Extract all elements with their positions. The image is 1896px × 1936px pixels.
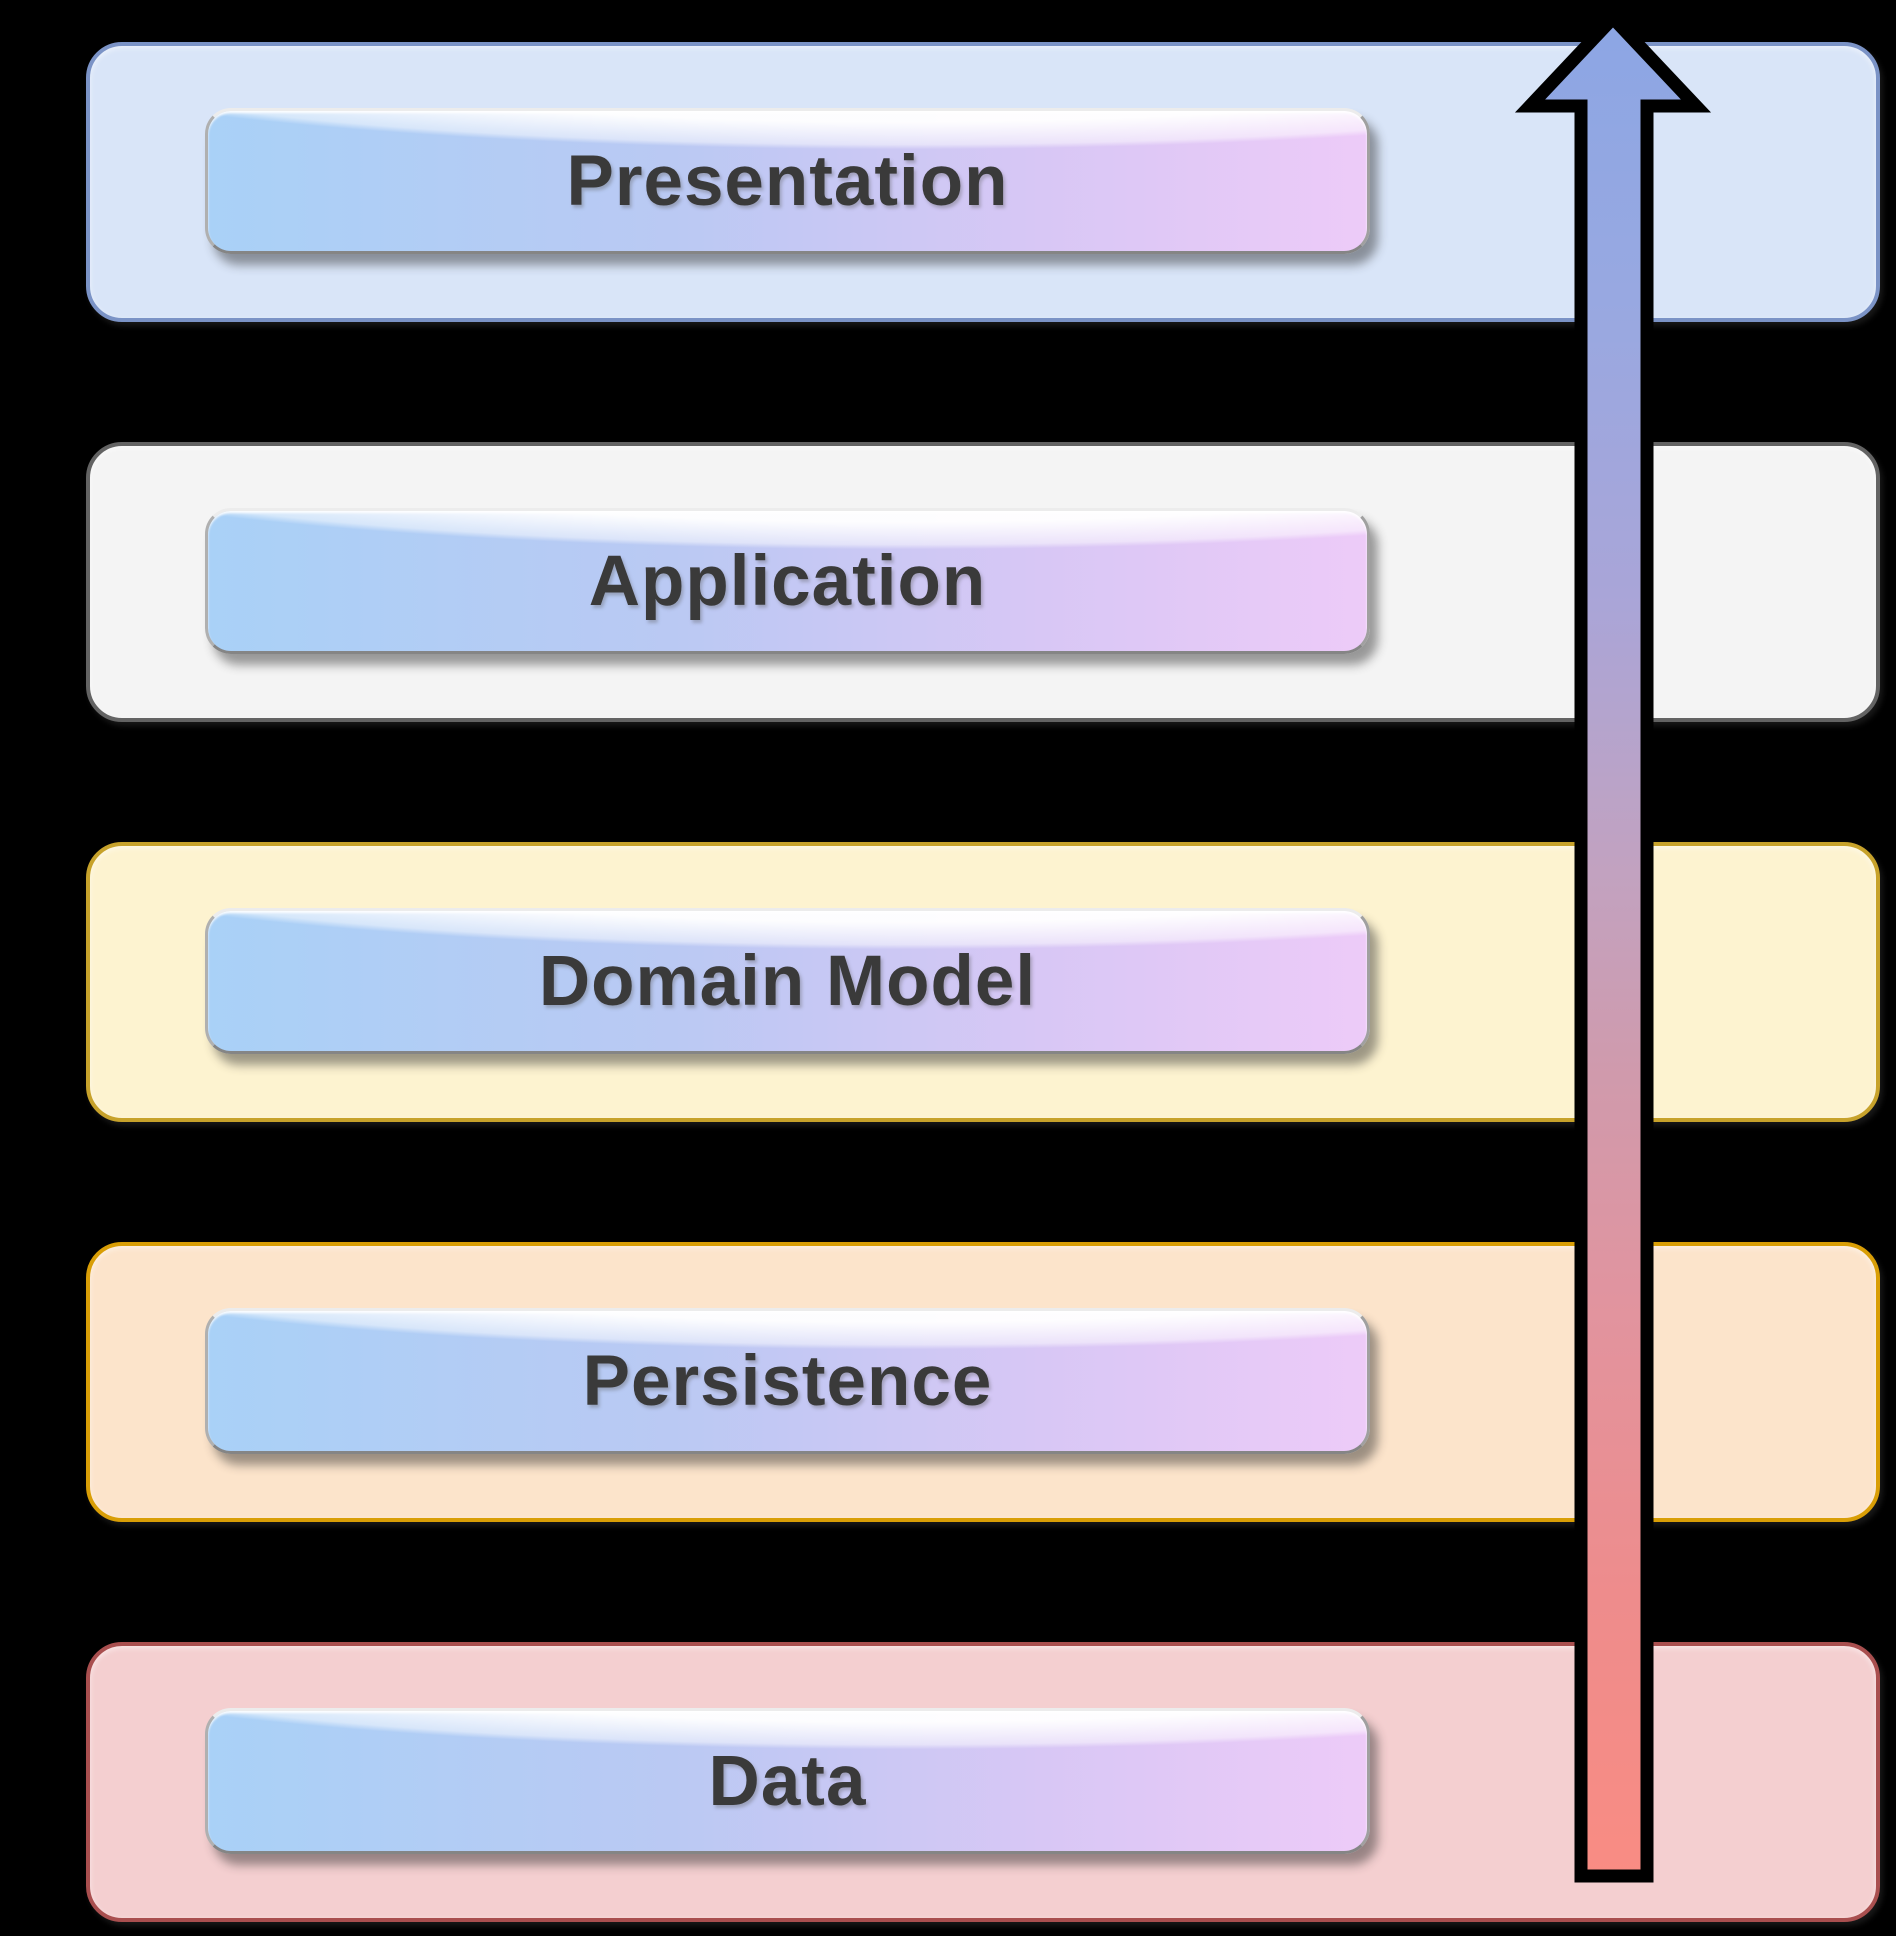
layer-label-application: Application — [588, 541, 987, 621]
layer-label-persistence: Persistence — [582, 1341, 993, 1421]
layer-pill-persistence: Persistence — [205, 1308, 1370, 1454]
layer-pill-presentation: Presentation — [205, 108, 1370, 254]
layer-label-domain-model: Domain Model — [538, 941, 1037, 1021]
layer-band-data: Data — [86, 1642, 1880, 1922]
layer-pill-domain-model: Domain Model — [205, 908, 1370, 1054]
layer-pill-data: Data — [205, 1708, 1370, 1854]
layer-band-domain-model: Domain Model — [86, 842, 1880, 1122]
layer-band-application: Application — [86, 442, 1880, 722]
layer-band-presentation: Presentation — [86, 42, 1880, 322]
layer-label-presentation: Presentation — [566, 141, 1009, 221]
layer-label-data: Data — [708, 1741, 867, 1821]
layer-band-persistence: Persistence — [86, 1242, 1880, 1522]
layer-pill-application: Application — [205, 508, 1370, 654]
